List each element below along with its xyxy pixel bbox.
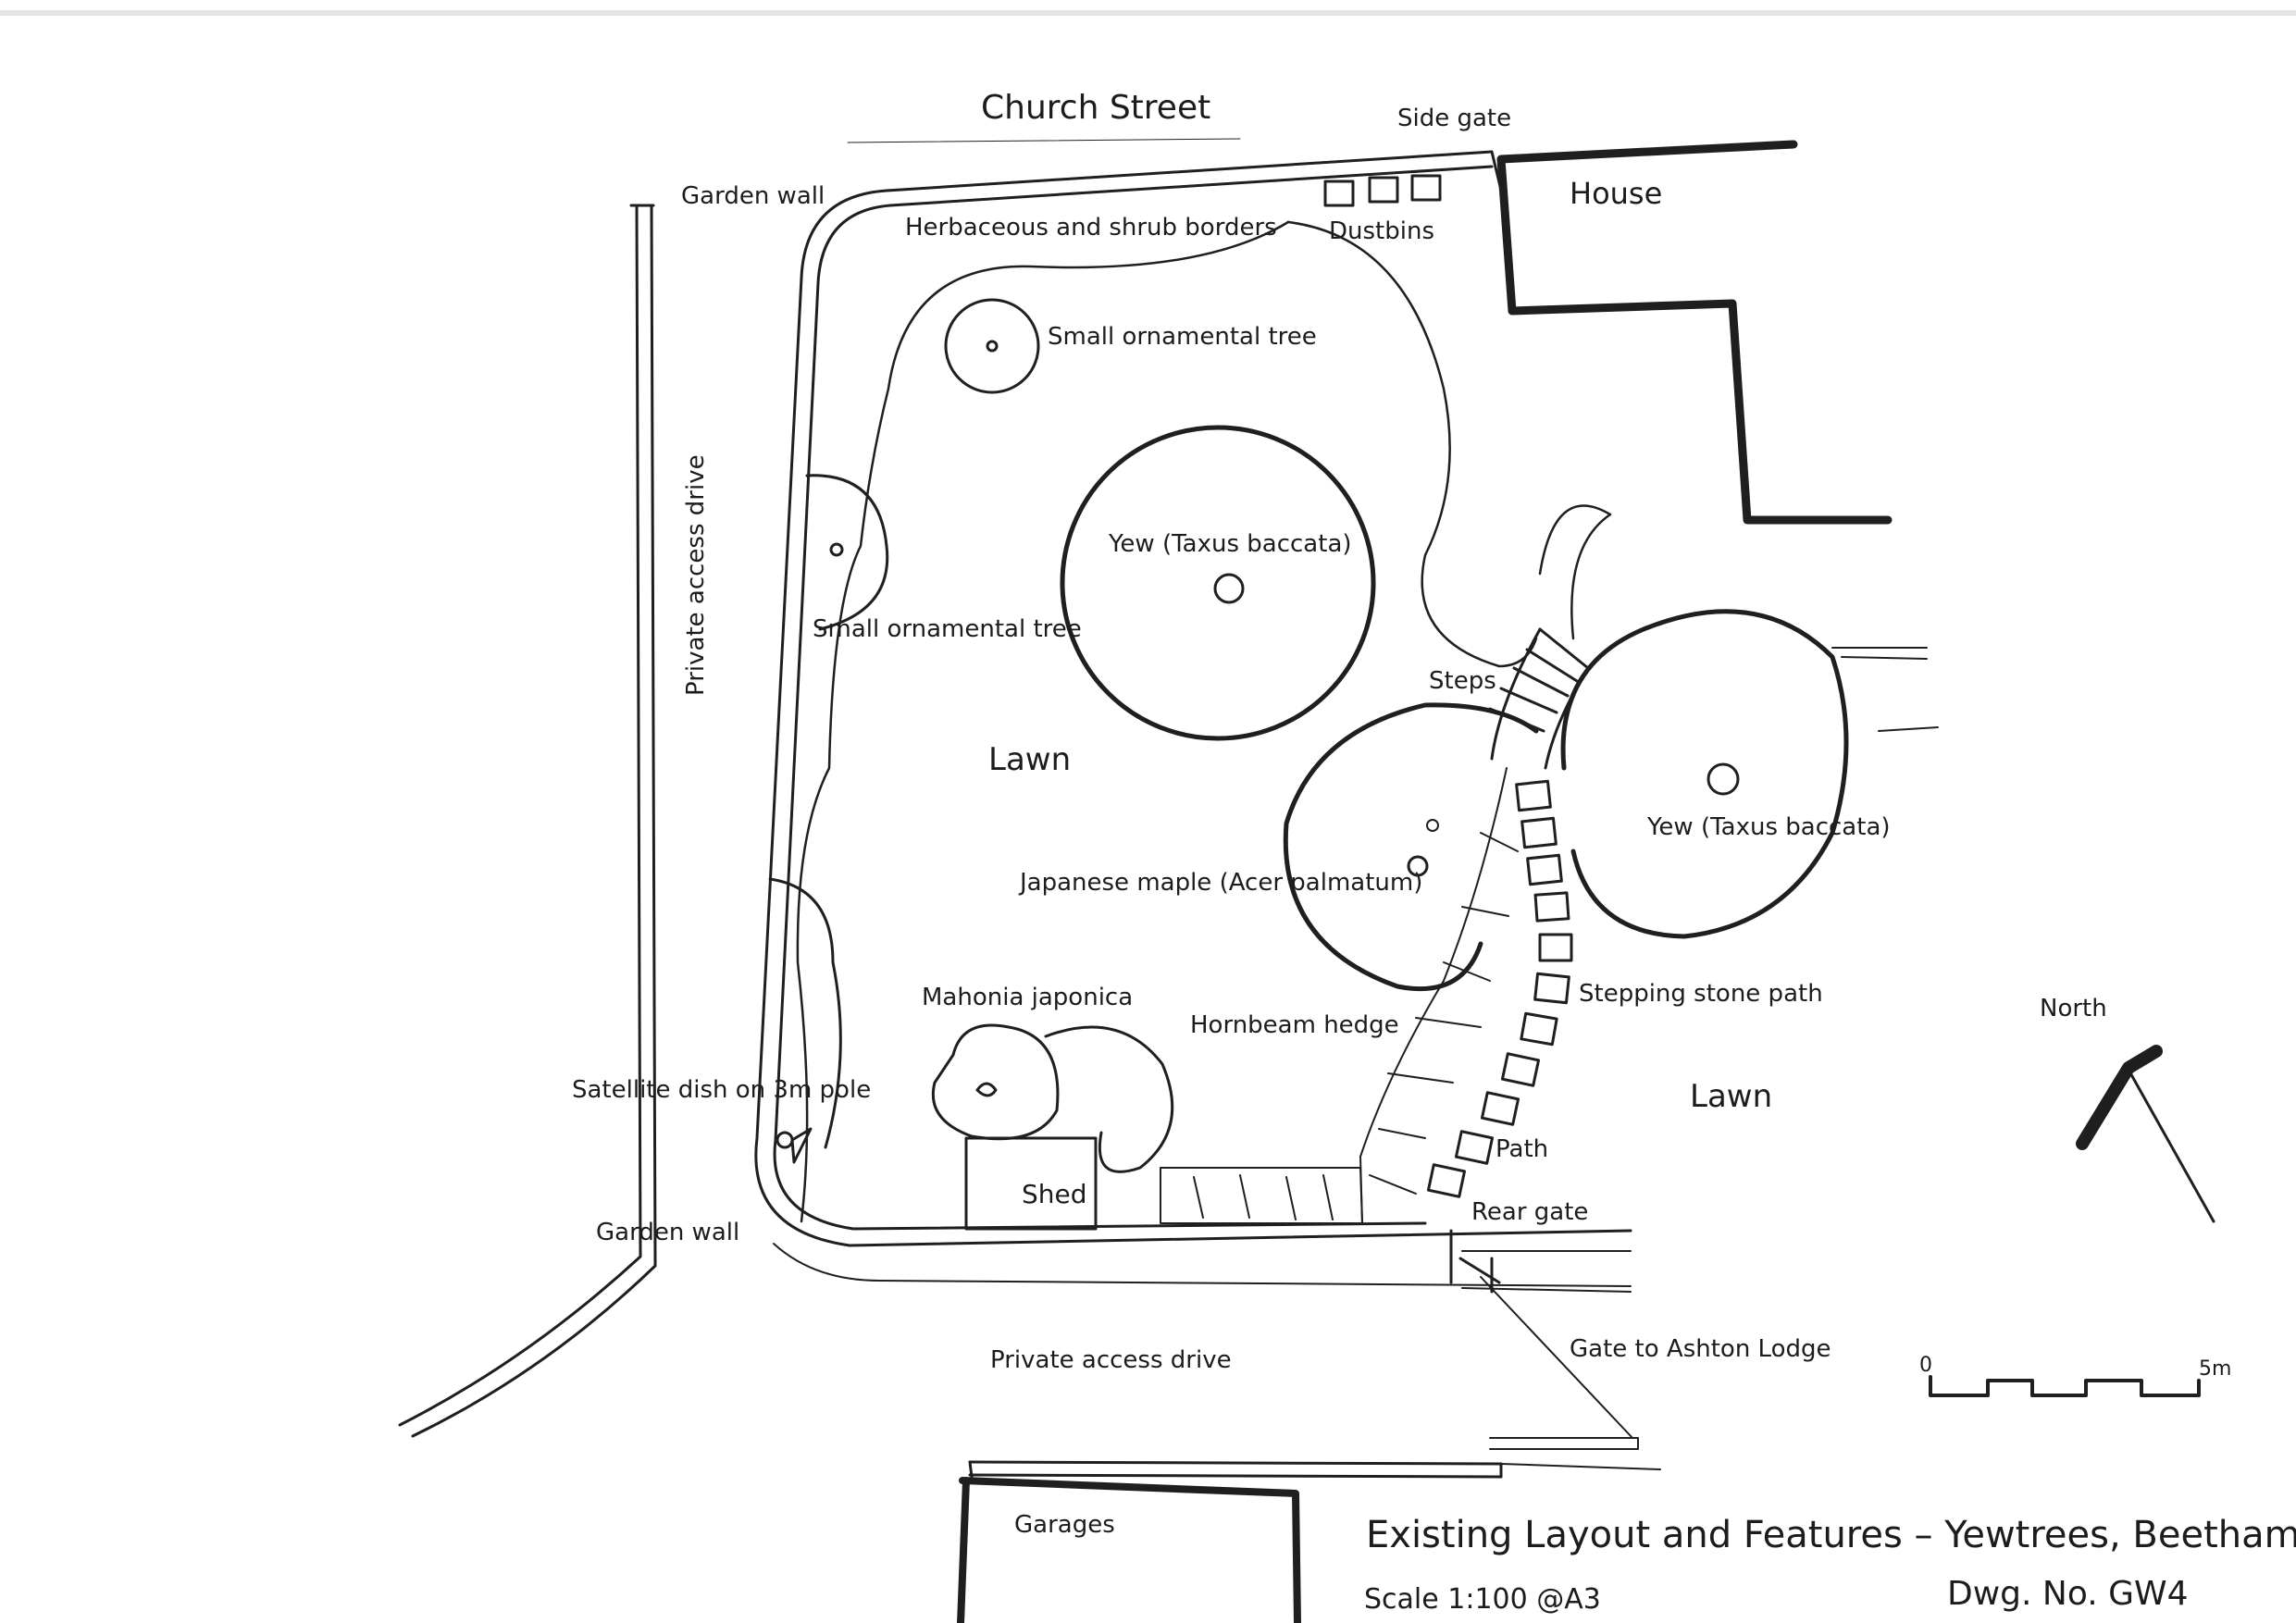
label-gate-to-ashton-lodge: Gate to Ashton Lodge — [1570, 1335, 1831, 1363]
label-lawn-2: Lawn — [1690, 1078, 1772, 1115]
label-church-street: Church Street — [981, 89, 1210, 127]
side-gate — [1490, 150, 1507, 207]
right-lawn-boundary — [1831, 647, 1939, 732]
garages-outline — [957, 1460, 1661, 1623]
steps — [1488, 627, 1590, 770]
scale-bar-end: 5m — [2199, 1357, 2231, 1381]
herbaceous-border-edge — [796, 220, 1290, 1223]
scale-bar-start: 0 — [1919, 1354, 1932, 1377]
paved-path — [1359, 767, 1519, 1224]
label-side-gate: Side gate — [1397, 105, 1511, 132]
hornbeam-hedge — [1160, 1167, 1363, 1224]
private-drive-edge — [398, 204, 657, 1438]
label-garden-wall-top: Garden wall — [681, 182, 825, 210]
label-hornbeam-hedge: Hornbeam hedge — [1190, 1011, 1399, 1039]
label-shed: Shed — [1022, 1179, 1087, 1209]
label-stepping-stone-path: Stepping stone path — [1579, 980, 1823, 1008]
north-arrow-icon — [2076, 1045, 2215, 1223]
label-north: North — [2040, 995, 2107, 1022]
label-satellite-dish: Satellite dish on 3m pole — [572, 1076, 871, 1104]
garden-wall — [754, 150, 1632, 1293]
house-outline — [1496, 140, 1893, 525]
rear-gate — [1449, 1229, 1501, 1294]
scale-bar — [1929, 1375, 2201, 1397]
ashton-lodge-boundary — [1489, 1437, 1639, 1450]
satellite-dish-icon — [768, 877, 842, 1164]
label-garages: Garages — [1014, 1511, 1115, 1539]
lawn-border-edge-east — [1286, 220, 1538, 668]
label-yew-2: Yew (Taxus baccata) — [1646, 813, 1891, 841]
label-house: House — [1570, 176, 1662, 211]
label-rear-gate: Rear gate — [1471, 1198, 1588, 1226]
label-yew-1: Yew (Taxus baccata) — [1108, 530, 1352, 558]
stepping-stone-path — [1426, 779, 1573, 1198]
label-garden-wall-bottom: Garden wall — [596, 1219, 739, 1246]
label-private-drive-vertical: Private access drive — [682, 454, 710, 696]
drawing-number: Dwg. No. GW4 — [1947, 1575, 2189, 1613]
label-mahonia: Mahonia japonica — [922, 984, 1133, 1011]
shed-outline — [964, 1136, 1098, 1231]
label-private-drive-bottom: Private access drive — [990, 1346, 1232, 1374]
gate-to-ashton-lodge — [1480, 1276, 1633, 1439]
label-dustbins: Dustbins — [1329, 217, 1434, 245]
label-japanese-maple: Japanese maple (Acer palmatum) — [1018, 869, 1422, 897]
label-lawn-1: Lawn — [988, 741, 1071, 778]
small-ornamental-tree-1 — [944, 298, 1040, 394]
label-small-tree-1: Small ornamental tree — [1048, 323, 1317, 351]
label-path: Path — [1496, 1135, 1548, 1163]
dustbins-icon — [1323, 174, 1442, 207]
drawing-title: Existing Layout and Features – Yewtrees,… — [1366, 1514, 2296, 1556]
yew-tree-2 — [1560, 609, 1849, 939]
japanese-maple-tree — [1283, 702, 1539, 992]
label-steps: Steps — [1429, 667, 1496, 695]
yew-tree-1 — [1060, 425, 1376, 741]
drawing-scale: Scale 1:100 @A3 — [1364, 1583, 1601, 1616]
small-ornamental-tree-2 — [805, 474, 889, 631]
label-herbaceous-borders: Herbaceous and shrub borders — [905, 214, 1277, 242]
mahonia-shrub — [931, 1023, 1174, 1173]
label-small-tree-2: Small ornamental tree — [813, 615, 1082, 643]
lawn-border-edge-east-2 — [1538, 504, 1612, 640]
